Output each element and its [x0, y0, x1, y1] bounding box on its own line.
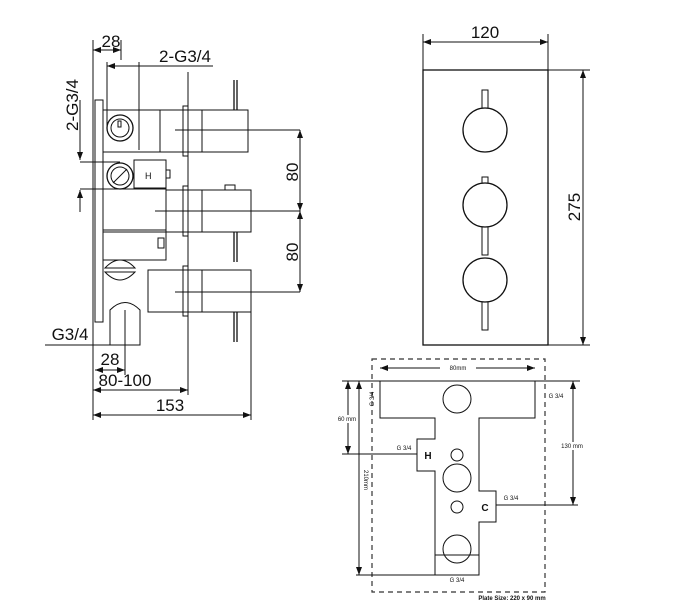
handle-top	[159, 109, 249, 153]
plate-view: 80mm 60 mm 210mm G 3/4 H C G 3/4 130 mm …	[336, 358, 584, 602]
port-top-right: G 3/4	[549, 394, 564, 400]
dim-130mm: 130 mm	[561, 444, 583, 450]
dim-spacing-1: 80	[283, 163, 302, 182]
dim-total: 153	[156, 396, 184, 415]
knob-bottom	[462, 257, 508, 303]
dim-60mm: 60 mm	[338, 417, 356, 423]
dim-top-inlet: 2-G3/4	[159, 47, 211, 66]
dim-height: 275	[565, 193, 584, 221]
dim-width: 120	[471, 23, 499, 42]
hot-label: H	[424, 451, 431, 462]
back-plate	[94, 99, 104, 323]
plate-size-label: Plate Size: 220 x 90 mm	[478, 596, 545, 602]
dim-left-inlet: 2-G3/4	[63, 79, 82, 131]
dim-210mm: 210mm	[362, 470, 368, 490]
port-hot: G 3/4	[397, 446, 412, 452]
dim-outlet: G3/4	[52, 325, 89, 344]
knob-top	[462, 107, 508, 153]
cold-label: C	[481, 503, 488, 514]
dim-top-28: 28	[102, 32, 121, 51]
cover-plate	[422, 69, 549, 346]
port-cold: G 3/4	[504, 496, 519, 502]
hot-mark: H	[145, 171, 152, 181]
dim-spacing-2: 80	[283, 243, 302, 262]
knob-middle	[462, 182, 508, 228]
front-view: 120 275	[422, 23, 590, 346]
port-bottom: G 3/4	[450, 578, 465, 584]
dim-80mm: 80mm	[450, 366, 467, 372]
valve-body-outline	[379, 380, 536, 576]
dim-depth: 80-100	[99, 371, 152, 390]
side-view: H 80 80	[45, 32, 303, 420]
plate-outline	[371, 358, 546, 593]
port-top-left: G 3/4	[370, 391, 376, 406]
handle-bottom	[147, 269, 252, 313]
dim-bottom-28: 28	[101, 350, 120, 369]
